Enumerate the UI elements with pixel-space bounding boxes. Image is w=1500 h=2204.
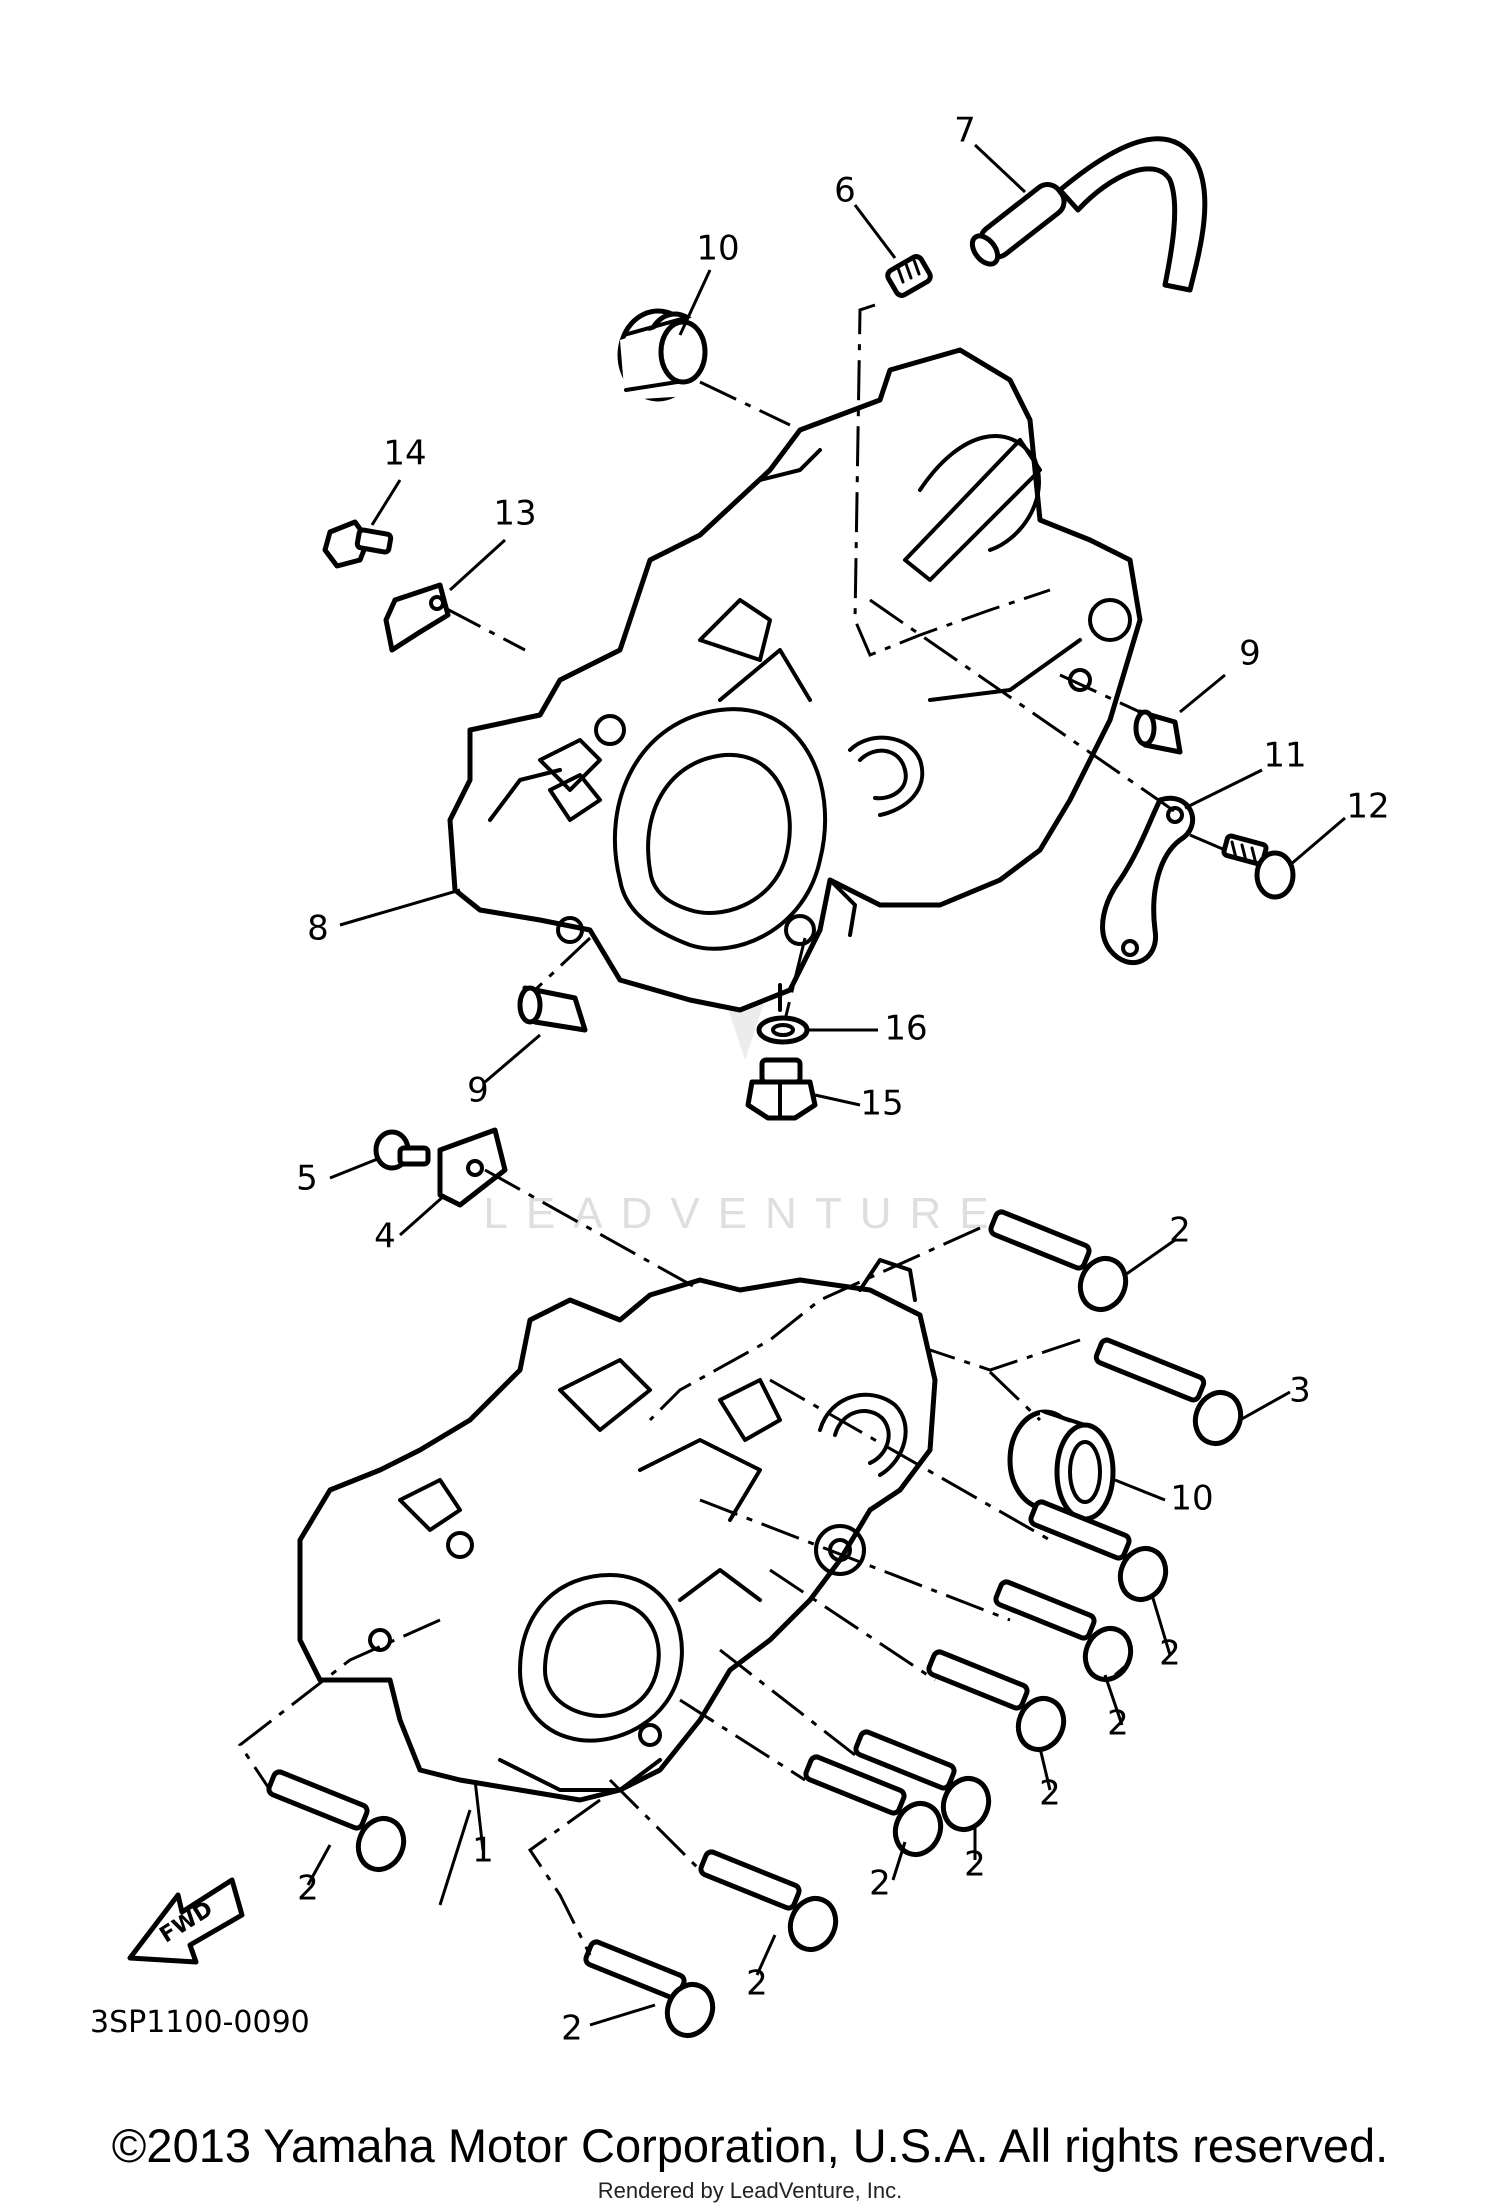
watermark-text: LEADVENTURE — [483, 1189, 1006, 1238]
fwd-arrow-icon: FWD — [127, 1877, 245, 1965]
bolt-part-2-b — [993, 1579, 1134, 1682]
drain-plug-part-15 — [745, 1057, 818, 1121]
callout-16: 16 — [884, 1009, 927, 1049]
callout-7: 7 — [954, 111, 976, 151]
oil-seal-part-10-upper — [617, 308, 708, 402]
callout-9-upper: 9 — [1239, 634, 1261, 674]
fitting-part-6 — [885, 254, 933, 298]
callout-15: 15 — [860, 1084, 903, 1124]
bolt-part-2-f — [698, 1849, 839, 1952]
dowel-part-9-lower — [517, 985, 588, 1033]
callout-9-lower: 9 — [467, 1071, 489, 1111]
callout-2-b: 2 — [1107, 1704, 1129, 1744]
bolt-part-14 — [322, 519, 394, 569]
callout-2-e: 2 — [869, 1864, 891, 1904]
callout-11: 11 — [1263, 736, 1306, 776]
copyright-text: ©2013 Yamaha Motor Corporation, U.S.A. A… — [111, 2119, 1389, 2172]
oil-seal-part-10-lower — [1007, 1409, 1116, 1522]
diagram-code: 3SP1100-0090 — [90, 2005, 310, 2040]
callout-6: 6 — [834, 171, 856, 211]
dowel-part-9-upper — [1133, 709, 1183, 755]
callout-8: 8 — [307, 909, 329, 949]
callout-10-upper: 10 — [696, 229, 739, 269]
right-crankcase-part-8 — [447, 347, 1143, 1013]
screw-part-5 — [373, 1129, 431, 1171]
callout-2-h: 2 — [561, 2009, 583, 2049]
hose-part-7 — [969, 136, 1208, 293]
bolt-part-2-d — [853, 1729, 992, 1832]
plate-part-11 — [1100, 795, 1195, 965]
callout-3: 3 — [1289, 1371, 1311, 1411]
bolt-part-2-c — [926, 1649, 1067, 1752]
bolt-part-3 — [1093, 1337, 1244, 1446]
callout-2-top: 2 — [1169, 1211, 1191, 1251]
callout-14: 14 — [383, 434, 426, 474]
callout-2-a: 2 — [1159, 1634, 1181, 1674]
callout-2-g: 2 — [297, 1869, 319, 1909]
left-crankcase-part-1 — [297, 1258, 938, 1803]
bolt-part-2-h — [583, 1939, 716, 2038]
bolt-part-2-a — [1028, 1499, 1169, 1602]
callout-5: 5 — [296, 1159, 318, 1199]
bracket-part-13 — [383, 582, 451, 653]
callout-2-f: 2 — [746, 1964, 768, 2004]
callout-4: 4 — [374, 1217, 396, 1257]
bolt-part-2-g — [266, 1769, 407, 1872]
leader-lines — [306, 143, 1346, 2027]
bolt-part-2-top — [988, 1209, 1129, 1312]
washer-part-16 — [756, 1015, 810, 1045]
callout-2-c: 2 — [1039, 1774, 1061, 1814]
rendered-by-text: Rendered by LeadVenture, Inc. — [597, 2178, 903, 2203]
callout-12: 12 — [1346, 787, 1389, 827]
callout-labels: 7 6 10 14 13 9 11 12 8 16 9 15 5 2 4 3 1… — [296, 111, 1389, 2049]
bolt-part-2-e — [803, 1754, 944, 1857]
screw-part-12 — [1221, 833, 1296, 900]
callout-13: 13 — [493, 494, 536, 534]
assembly-lines — [237, 303, 1226, 1956]
callout-2-d: 2 — [964, 1845, 986, 1885]
callout-1: 1 — [472, 1831, 494, 1871]
callout-10-lower: 10 — [1170, 1479, 1213, 1519]
bracket-part-4 — [437, 1127, 508, 1208]
